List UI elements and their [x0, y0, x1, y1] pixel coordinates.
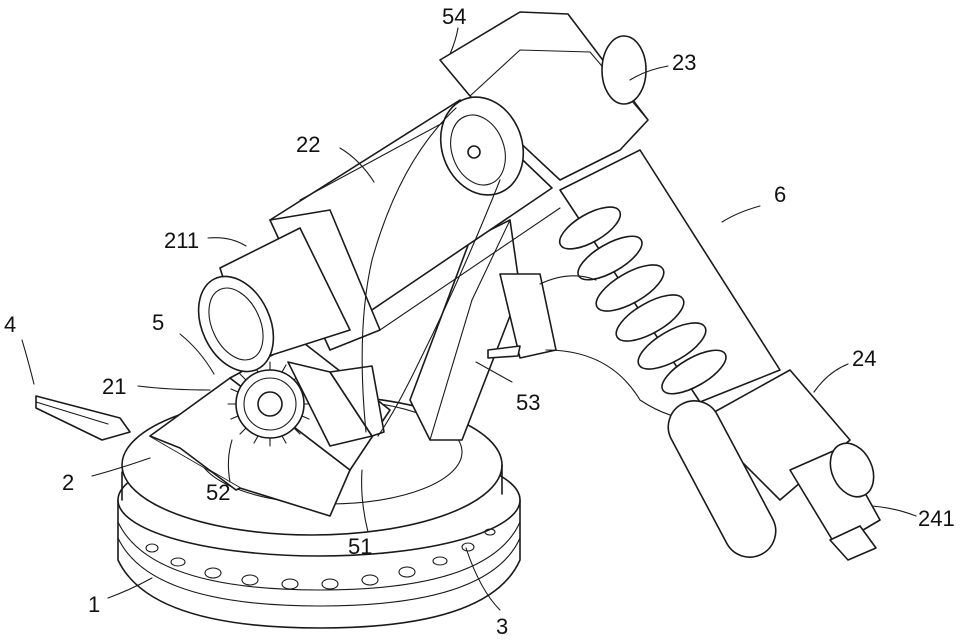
label-53: 53 — [516, 390, 540, 415]
leader-21 — [138, 386, 210, 390]
label-5: 5 — [152, 310, 164, 335]
label-24: 24 — [852, 346, 876, 371]
label-54: 54 — [442, 4, 466, 29]
label-52: 52 — [206, 480, 230, 505]
label-211: 211 — [164, 228, 199, 253]
leader-241 — [872, 506, 916, 516]
leader-211 — [208, 238, 246, 246]
leader-6 — [722, 206, 760, 222]
label-241: 241 — [918, 506, 955, 531]
leader-24 — [814, 364, 848, 392]
label-3: 3 — [496, 614, 508, 639]
label-21: 21 — [102, 374, 126, 399]
lever-handle — [36, 396, 130, 440]
label-23: 23 — [672, 50, 696, 75]
leader-4 — [22, 340, 34, 384]
spring-assembly — [554, 150, 780, 402]
gear-hub — [258, 392, 282, 416]
label-22: 22 — [296, 132, 320, 157]
label-4: 4 — [4, 312, 16, 337]
label-6: 6 — [774, 182, 786, 207]
label-1: 1 — [88, 592, 100, 617]
label-2: 2 — [62, 470, 74, 495]
pulley-axle — [468, 146, 480, 158]
label-51: 51 — [348, 534, 372, 559]
elbow-motor-cap — [602, 36, 646, 104]
